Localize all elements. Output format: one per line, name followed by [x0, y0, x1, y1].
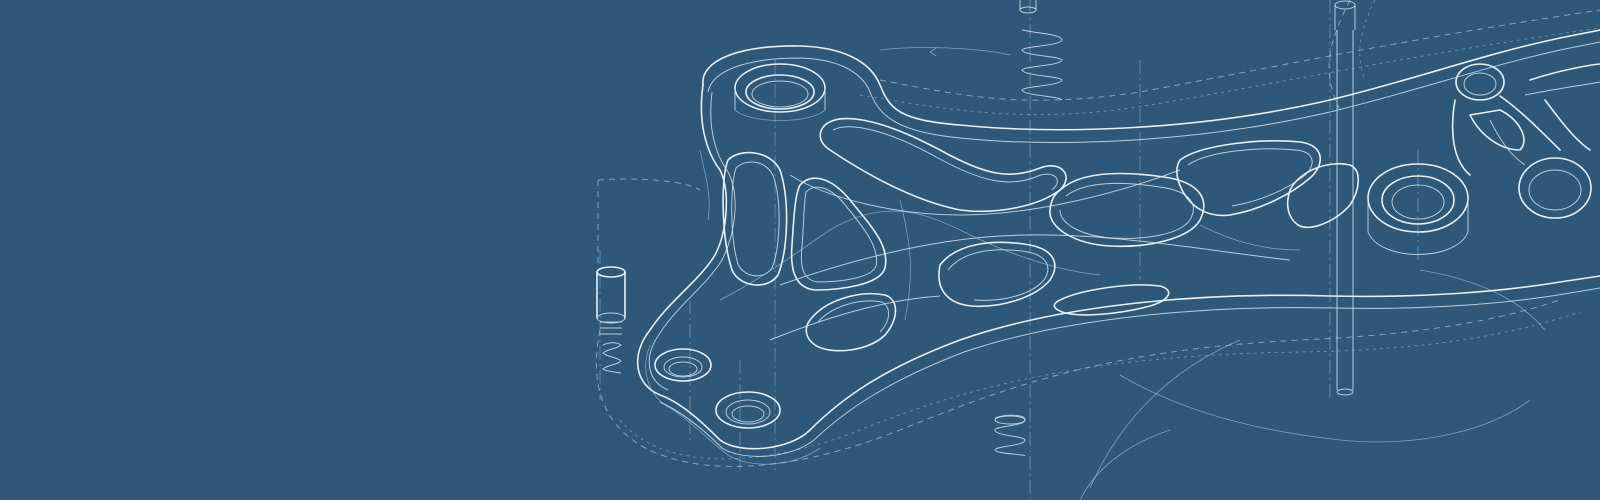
boss-top-left — [734, 63, 826, 121]
bracket-body — [636, 29, 1600, 465]
spring-bottom — [994, 414, 1026, 457]
boss-right — [1367, 163, 1469, 255]
pin-left — [596, 266, 626, 374]
boss-bottom — [715, 391, 781, 429]
boss-far-right — [1451, 63, 1600, 219]
lattice-windows — [719, 117, 1360, 352]
pin-top-right — [1334, 0, 1356, 396]
construction-lines — [595, 0, 1600, 500]
center-lines — [599, 0, 1419, 500]
spring-top — [1019, 0, 1063, 101]
boss-bottom-left — [654, 348, 712, 382]
